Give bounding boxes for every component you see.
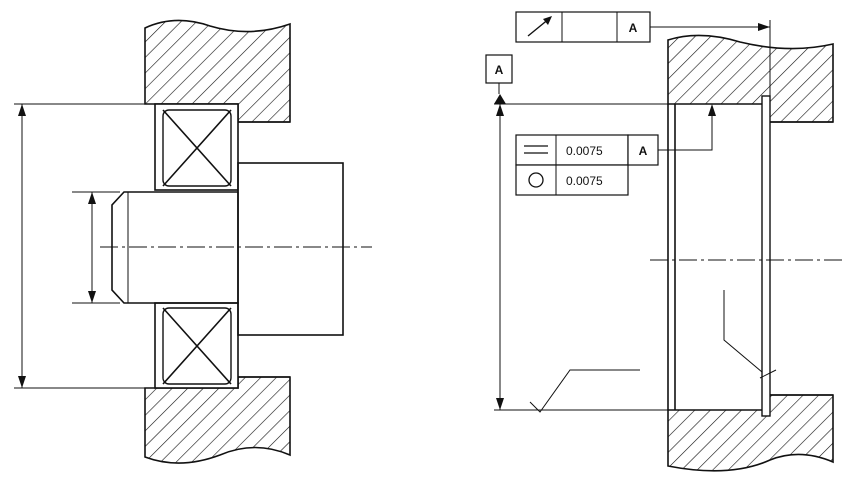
left-view — [14, 19, 372, 464]
bore-diameter-dimension — [494, 94, 668, 411]
runout-arrow-icon — [527, 16, 552, 37]
datum-triangle-icon — [494, 94, 506, 104]
outer-diameter-dimension — [14, 103, 152, 389]
runout-frame: A — [515, 11, 770, 43]
parallelism-datum: A — [639, 144, 648, 158]
bearing-top — [154, 103, 239, 191]
parallelism-icon — [524, 145, 548, 154]
datum-label: A — [495, 63, 504, 77]
parallelism-tolerance: 0.0075 — [566, 144, 603, 158]
housing-bottom-right — [667, 394, 834, 472]
shaft-diameter-dimension — [72, 191, 120, 304]
groove-leader — [723, 290, 763, 373]
runout-datum: A — [629, 21, 638, 35]
geometric-tolerance-frame: 0.0075 0.0075 A — [515, 104, 716, 196]
snap-ring-groove — [761, 95, 771, 417]
housing-bottom-left — [144, 376, 291, 464]
circularity-tolerance: 0.0075 — [566, 174, 603, 188]
housing-top-right — [667, 34, 834, 123]
shaft — [111, 162, 344, 336]
surface-finish-symbol — [529, 369, 640, 413]
housing-top-left — [144, 19, 291, 123]
bearing-bottom — [154, 302, 239, 389]
right-view: A A 0.0075 — [485, 11, 845, 472]
datum-label-box: A — [485, 54, 513, 94]
circularity-icon — [528, 172, 544, 188]
